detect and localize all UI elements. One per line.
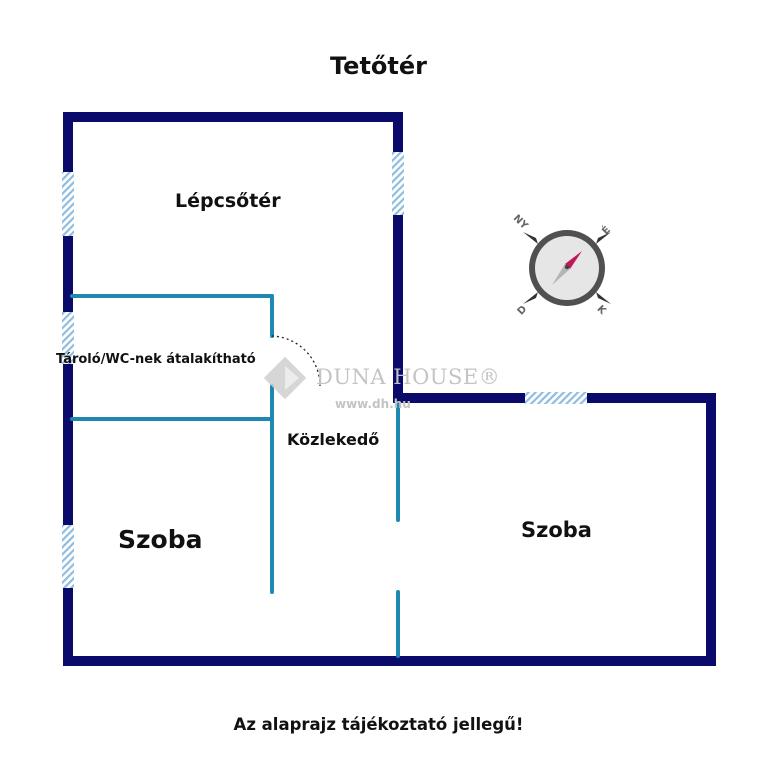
compass-label-north: NY bbox=[511, 213, 530, 232]
compass: NY É D K bbox=[511, 213, 613, 318]
window-left-mid bbox=[62, 312, 74, 364]
windows bbox=[62, 152, 587, 588]
room-label-storage: Tároló/WC-nek átalakítható bbox=[56, 352, 256, 367]
window-right-top bbox=[392, 152, 404, 215]
room-label-room-left: Szoba bbox=[118, 525, 203, 554]
compass-label-south: D bbox=[516, 304, 530, 318]
outer-walls bbox=[63, 112, 716, 666]
room-label-room-right: Szoba bbox=[521, 518, 592, 542]
room-label-hallway: Közlekedő bbox=[287, 430, 380, 449]
room-label-staircase: Lépcsőtér bbox=[175, 190, 281, 212]
window-top-right bbox=[525, 392, 587, 404]
footer-note: Az alaprajz tájékoztató jellegű! bbox=[233, 715, 524, 734]
inner-walls bbox=[70, 294, 400, 658]
window-left-bottom bbox=[62, 525, 74, 588]
duna-house-logo bbox=[263, 356, 307, 400]
window-left-top bbox=[62, 172, 74, 236]
watermark-url: www.dh.hu bbox=[335, 397, 411, 411]
page-title: Tetőtér bbox=[329, 52, 427, 80]
watermark-name: DUNA HOUSE® bbox=[316, 365, 501, 389]
compass-label-west: K bbox=[595, 304, 609, 318]
compass-label-east: É bbox=[599, 223, 613, 237]
